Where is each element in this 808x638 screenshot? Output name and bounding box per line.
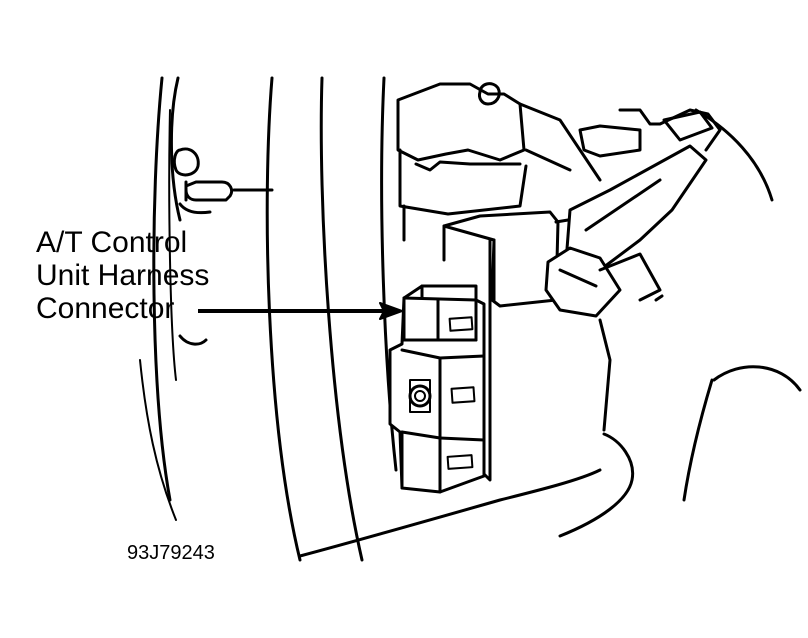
harness-bundle <box>544 144 708 318</box>
right-housing <box>298 108 802 558</box>
callout-line-3: Connector <box>36 292 175 325</box>
upper-bracket <box>396 82 722 242</box>
callout-line-2: Unit Harness <box>36 259 210 292</box>
harness-connector <box>388 284 486 494</box>
arrow-pointer <box>198 302 403 320</box>
callout-label: A/T Control Unit Harness Connector <box>36 226 209 325</box>
figure-id: 93J79243 <box>127 542 215 564</box>
callout-line-1: A/T Control <box>36 226 188 259</box>
